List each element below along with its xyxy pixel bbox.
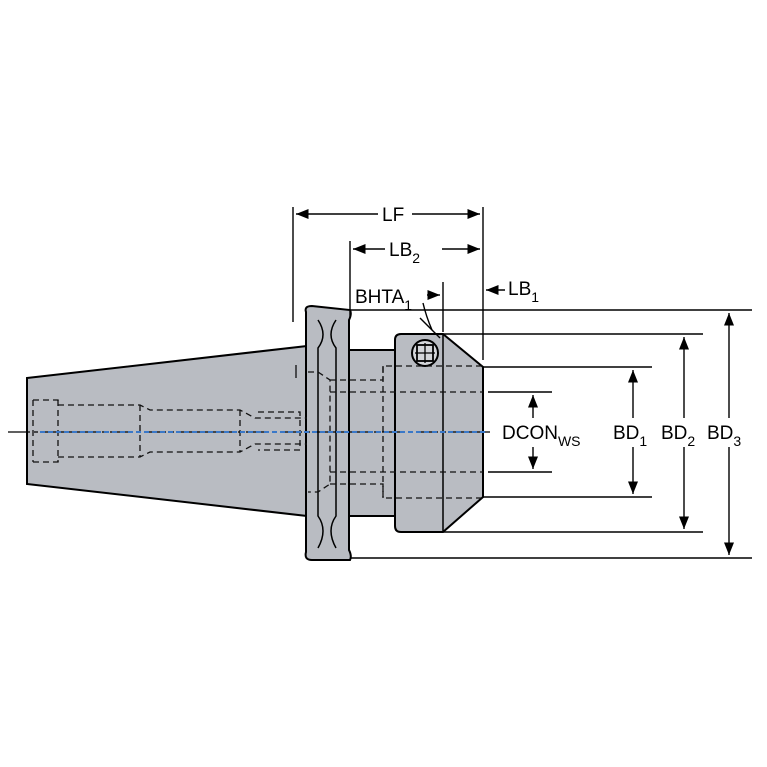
bhta-arc xyxy=(422,302,433,331)
label-bd2: BD2 xyxy=(661,423,695,449)
label-lf: LF xyxy=(382,205,404,226)
bhta-leader xyxy=(419,317,441,339)
hidden-dcon-bore xyxy=(330,391,483,473)
label-lb1: LB1 xyxy=(508,279,539,305)
label-dconws: DCONWS xyxy=(502,423,581,449)
label-lb2: LB2 xyxy=(389,240,420,266)
label-bd1: BD1 xyxy=(613,423,647,449)
hidden-flange-bore xyxy=(308,371,331,493)
hidden-head-bore-top xyxy=(330,365,483,381)
label-bhta1: BHTA1 xyxy=(355,287,412,313)
label-bd3: BD3 xyxy=(707,423,741,449)
